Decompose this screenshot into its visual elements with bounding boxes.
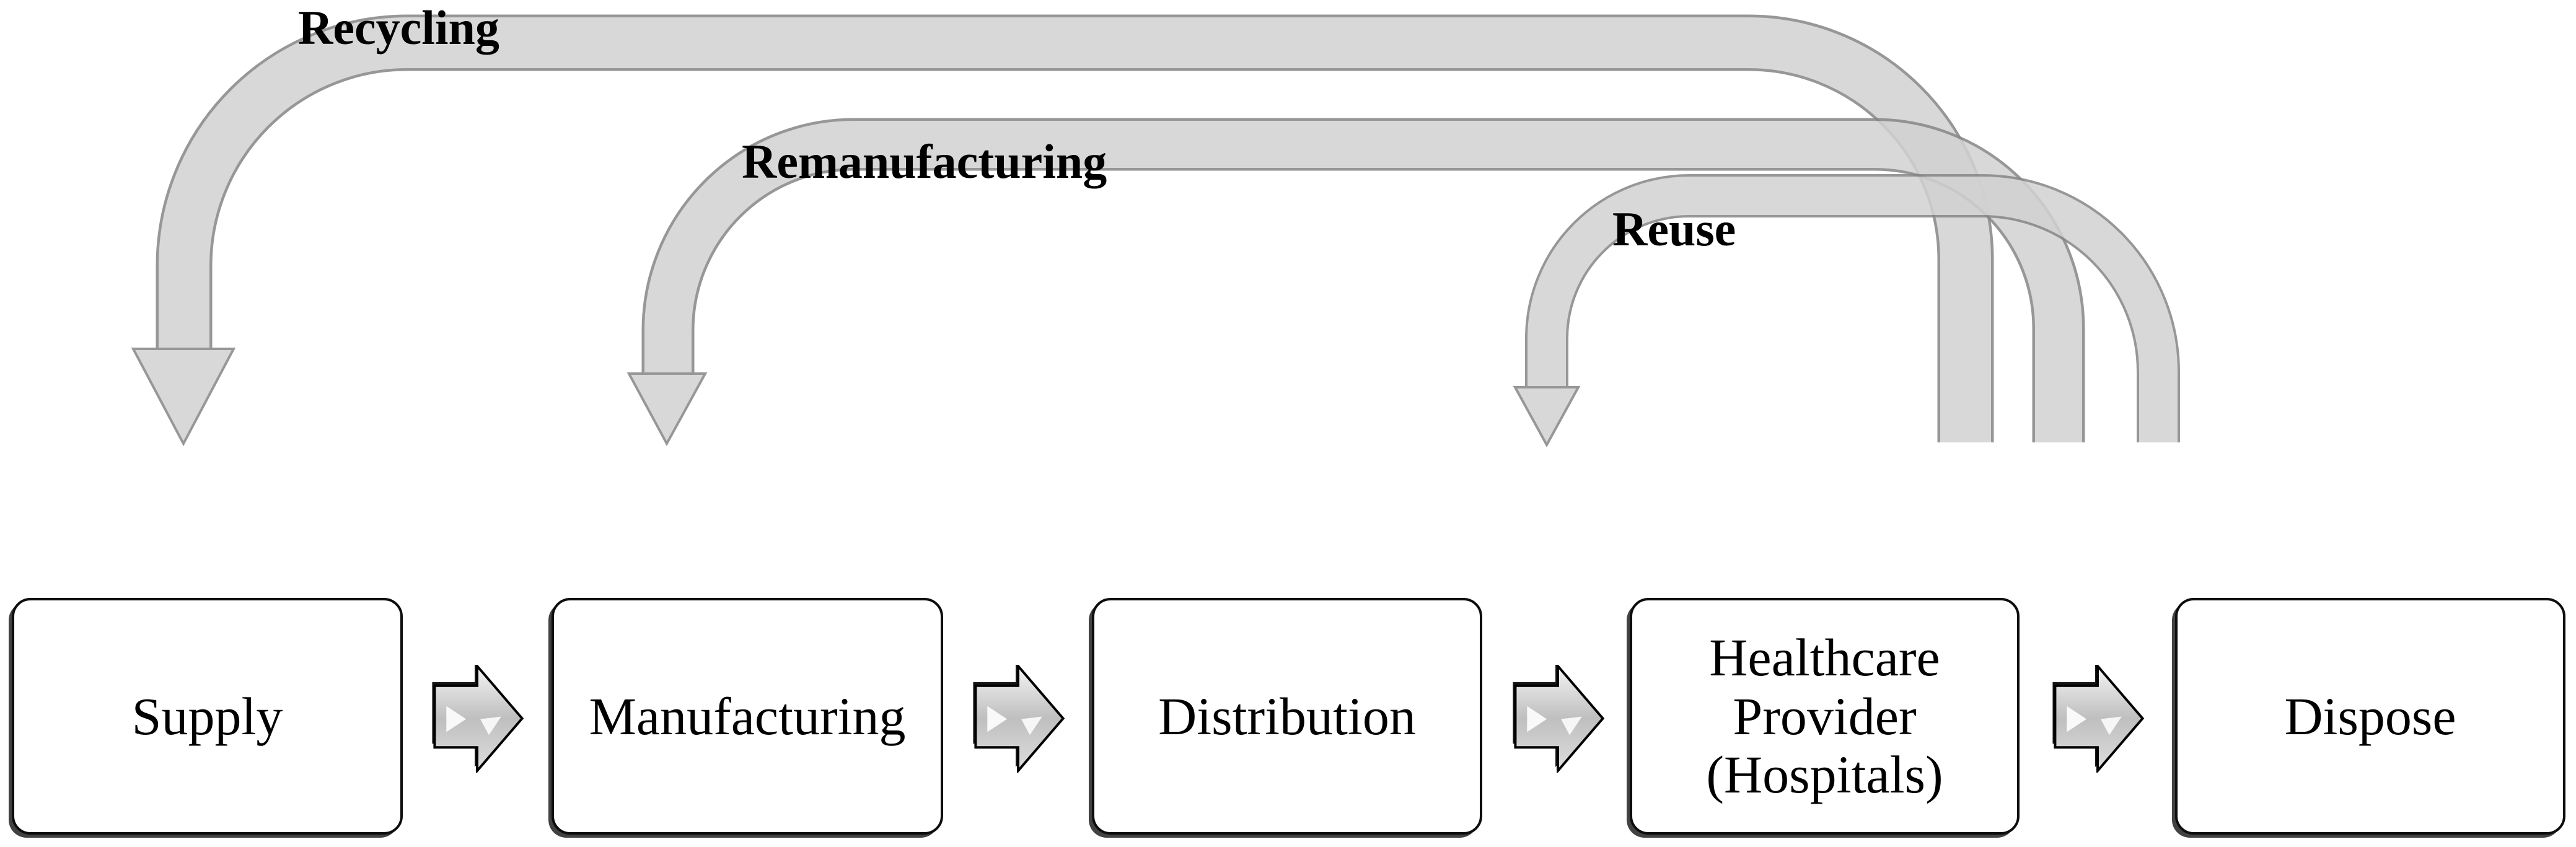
reuse-ribbon-body (1528, 177, 2178, 442)
chevron-gloss (1560, 716, 1582, 735)
process-node-label: Healthcare Provider (Hospitals) (1706, 628, 1943, 804)
process-node-label: Manufacturing (589, 686, 906, 746)
chevron-right-arrow-icon (432, 665, 524, 773)
chevron-gloss (1021, 716, 1042, 735)
remanufacturing-ribbon-arrow (626, 118, 2085, 447)
process-node-label: Distribution (1158, 686, 1416, 746)
chevron-gloss (446, 706, 467, 732)
process-node-healthcare-provider: Healthcare Provider (Hospitals) (1630, 598, 2020, 835)
remanufacturing-ribbon-body (644, 121, 2082, 442)
reuse-ribbon-arrow (1513, 174, 2180, 448)
healthcare-line-1: Healthcare (1709, 628, 1940, 688)
reuse-arrowhead-icon (1513, 386, 1581, 448)
process-node-label: Supply (131, 686, 283, 746)
process-node-supply: Supply (12, 598, 403, 835)
chevron-body (2054, 665, 2145, 773)
chevron-right-arrow-icon (973, 665, 1065, 773)
recycling-arrowhead-icon (131, 348, 236, 447)
reuse-label: Reuse (1612, 202, 1736, 256)
chevron-gloss (2100, 716, 2122, 735)
chevron-gloss (1527, 706, 1547, 732)
chevron-right-arrow-icon (1513, 665, 1605, 773)
remanufacturing-label: Remanufacturing (742, 134, 1107, 188)
process-node-label: Dispose (2284, 686, 2456, 746)
chevron-right-arrow-icon (2052, 665, 2145, 773)
process-node-dispose: Dispose (2175, 598, 2565, 835)
chevron-gloss (2067, 706, 2087, 732)
recycling-label: Recycling (298, 1, 499, 55)
healthcare-line-3: (Hospitals) (1706, 745, 1943, 805)
chevron-body (1514, 665, 1605, 773)
healthcare-line-2: Provider (1733, 686, 1917, 746)
process-node-manufacturing: Manufacturing (552, 598, 943, 835)
chevron-gloss (480, 716, 501, 735)
chevron-body (433, 665, 524, 773)
process-node-distribution: Distribution (1092, 598, 1482, 835)
chevron-body (974, 665, 1065, 773)
chevron-gloss (987, 706, 1008, 732)
remanufacturing-arrowhead-icon (626, 372, 708, 447)
